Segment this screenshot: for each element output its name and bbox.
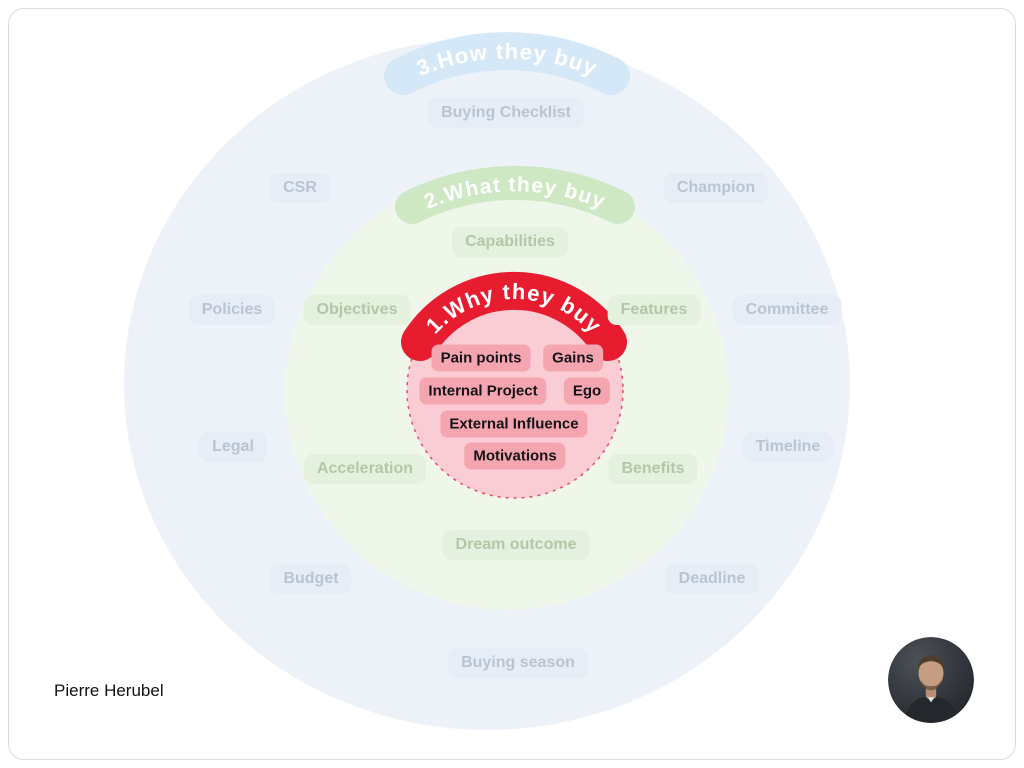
label-acceleration: Acceleration: [303, 454, 427, 484]
label-gains: Gains: [543, 344, 603, 372]
label-objectives: Objectives: [303, 295, 411, 325]
author-name: Pierre Herubel: [54, 681, 164, 700]
ring-how-they-buy-band: [384, 32, 630, 95]
label-pain-points: Pain points: [431, 344, 531, 372]
label-csr: CSR: [270, 173, 330, 203]
ring-why-they-buy-band: [401, 271, 627, 361]
label-buying-season: Buying season: [448, 648, 588, 678]
label-budget: Budget: [270, 564, 352, 594]
label-capabilities: Capabilities: [452, 227, 568, 257]
label-legal: Legal: [199, 432, 267, 462]
label-internal-project: Internal Project: [419, 377, 547, 405]
ring-what-they-buy-band: [395, 165, 635, 224]
label-policies: Policies: [188, 295, 276, 325]
label-benefits: Benefits: [608, 454, 698, 484]
avatar-photo: [888, 637, 974, 723]
label-features: Features: [607, 295, 701, 325]
label-buying-checklist: Buying Checklist: [428, 98, 584, 128]
label-motivations: Motivations: [464, 442, 566, 470]
label-external-influence: External Influence: [440, 410, 588, 438]
label-deadline: Deadline: [665, 564, 759, 594]
avatar: [888, 637, 974, 723]
label-ego: Ego: [563, 377, 611, 405]
label-timeline: Timeline: [742, 432, 834, 462]
label-champion: Champion: [663, 173, 769, 203]
label-dream-outcome: Dream outcome: [442, 530, 590, 560]
label-committee: Committee: [732, 295, 842, 325]
